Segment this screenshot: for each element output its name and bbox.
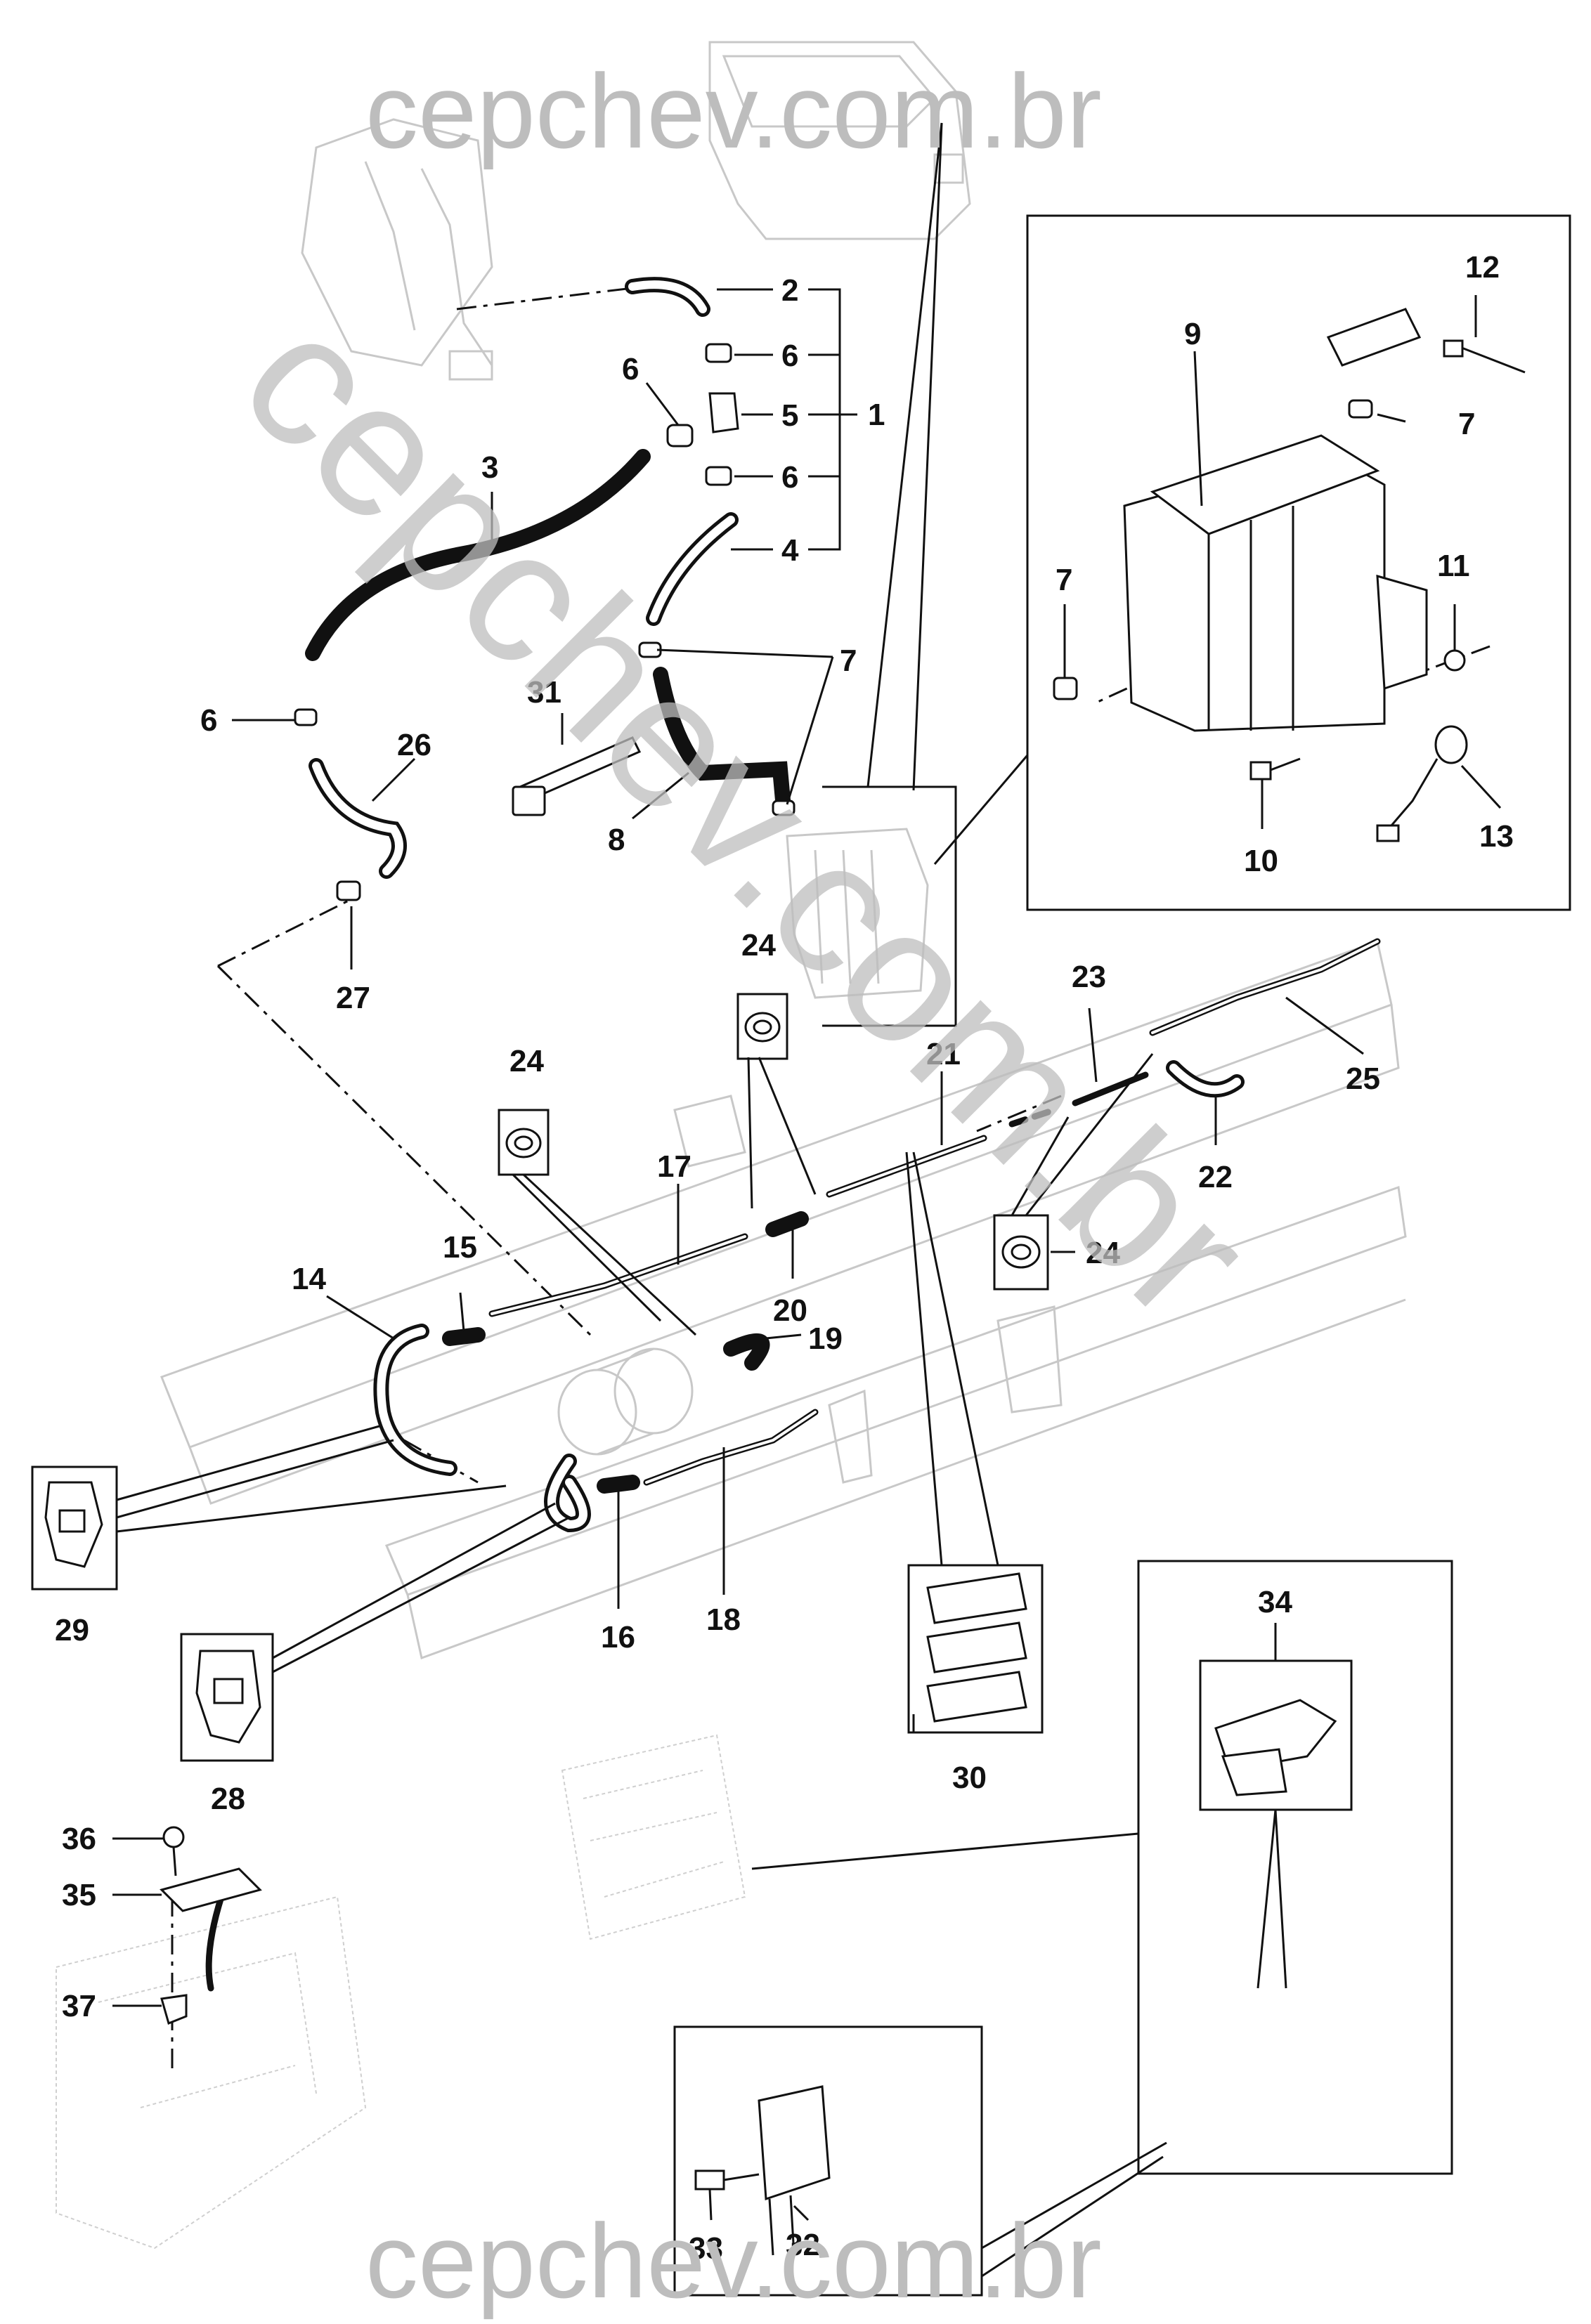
chassis-frame-outline [160,940,1407,1659]
callout-32: 32 [786,2228,820,2262]
hose-19 [723,1333,770,1371]
callout-33: 33 [689,2231,723,2266]
callout-29: 29 [55,1613,89,1647]
callout-24a: 24 [741,928,776,962]
clip-34 [1214,1699,1337,1796]
pipe-23 [1072,1071,1149,1106]
engine-bay-outline-lower-left [56,1895,367,2250]
callout-30: 30 [952,1761,987,1795]
callout-15: 15 [443,1230,477,1265]
washer-tank-9 [1123,434,1428,732]
clamp-7-hose-b [772,799,796,816]
callout-31: 31 [527,675,561,710]
callout-7c: 7 [1056,563,1072,597]
callouts: 1 2 3 4 5 6 6 6 6 7 7 7 8 9 10 11 12 13 … [55,250,1514,2266]
callout-22: 22 [1198,1160,1233,1194]
callout-37: 37 [62,1989,96,2023]
bolt-33 [694,2169,760,2191]
callout-16: 16 [601,1620,635,1654]
cable-tie-31 [512,736,642,816]
callout-7a: 7 [840,644,857,678]
callout-34: 34 [1258,1585,1292,1619]
callout-6c: 6 [781,460,798,495]
callout-7b: 7 [1458,407,1475,441]
callout-8: 8 [608,823,625,857]
callout-6d: 6 [200,703,217,738]
filler-cap [1326,308,1422,367]
clamp-27 [336,880,361,901]
callout-24c: 24 [1086,1236,1120,1270]
phantom-line-frame [217,898,352,967]
callout-13: 13 [1479,819,1514,854]
callout-18: 18 [706,1602,741,1637]
callout-1: 1 [868,398,885,432]
clamp-24-left [505,1128,542,1158]
callout-23: 23 [1072,960,1106,994]
screw-36 [162,1826,185,1876]
hose-15 [442,1327,486,1346]
bracket-35 [160,1867,262,1912]
hose-20 [765,1211,809,1237]
grommet-37 [160,1994,188,2025]
clamp-24-top [744,1012,781,1043]
callout-25: 25 [1346,1062,1380,1096]
clamp-24-right [1001,1235,1041,1269]
clamp-6-mid [705,466,732,486]
clamp-6-top [705,343,732,363]
pedal-assembly-outline [301,118,493,381]
callout-14: 14 [292,1262,326,1296]
watermark-top: cepchev.com.br [365,52,1102,170]
nut-11 [1443,649,1466,672]
bracket-inset-box-34 [1137,1560,1453,2175]
clip-29 [44,1481,103,1568]
callout-2: 2 [781,273,798,308]
callout-27: 27 [336,981,370,1015]
callout-12: 12 [1465,250,1500,285]
vehicle-cab-outline [708,41,971,240]
clip-30 [926,1572,1027,1723]
hose-8 [653,667,791,816]
phantom-line-diagonal [216,965,592,1336]
callout-17: 17 [657,1149,691,1184]
callout-35: 35 [62,1878,96,1912]
watermark-bottom: cepchev.com.br [365,2202,1102,2320]
callout-5: 5 [781,398,798,433]
pump-13 [1376,725,1468,842]
bolt-12 [1443,339,1526,374]
wheel-well-outline-center [561,1734,746,1940]
pipe-35 [205,1893,225,1992]
hose-16 [597,1475,640,1494]
bracket-32 [758,2085,831,2256]
callout-10: 10 [1244,844,1278,878]
pump-motor-outline [557,1347,694,1456]
callout-26: 26 [397,728,431,762]
callout-3: 3 [481,450,498,485]
connector-5 [708,392,739,433]
clamp-7-tank-top [1348,399,1373,419]
reservoir-bracket-outline [786,828,929,999]
phantom-line-pedal-to-hose [456,287,633,311]
hose-3 [305,449,651,661]
callout-36: 36 [62,1822,96,1856]
callout-4: 4 [781,533,799,568]
clip-28 [195,1650,261,1744]
pipe-17 [488,1233,748,1317]
callout-19: 19 [808,1321,843,1356]
callout-11: 11 [1437,549,1470,583]
callout-9: 9 [1184,317,1201,351]
clamp-7-tank-left [1053,677,1078,700]
clamp-6-left [666,424,694,448]
clamp-6-lower [294,708,318,726]
bolt-10 [1249,757,1301,781]
callout-24b: 24 [509,1044,544,1078]
callout-28: 28 [211,1782,245,1816]
callout-6a: 6 [781,339,798,373]
callout-6b: 6 [622,352,639,386]
callout-20: 20 [773,1293,807,1328]
callout-21: 21 [926,1037,961,1071]
